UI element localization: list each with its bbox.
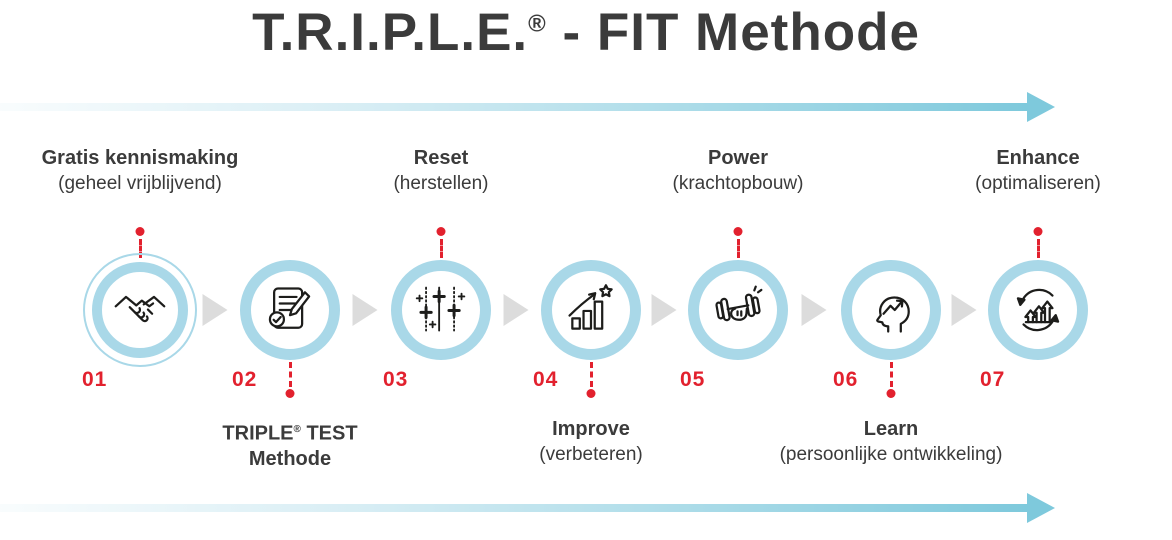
step-number: 02 [232, 368, 258, 391]
timeline-arrow-top-shaft [0, 103, 1028, 111]
next-step-arrow-icon [651, 294, 677, 326]
step-circle-outer-ring [83, 253, 197, 367]
step-label: Reset (herstellen) [393, 147, 489, 194]
next-step-arrow-icon [801, 294, 827, 326]
step-label: Improve (verbeteren) [539, 418, 643, 465]
step-number: 06 [833, 368, 859, 391]
growth-chart-icon [568, 284, 613, 330]
timeline-arrow-bottom-head [1027, 493, 1055, 523]
next-step-arrow-icon [202, 294, 228, 326]
connector-dashed-line [1036, 239, 1040, 258]
connector-dot [886, 389, 896, 398]
registered-mark: ® [528, 10, 547, 38]
registered-mark: ® [293, 424, 301, 435]
step-label: Gratis kennismaking (geheel vrijblijvend… [41, 147, 239, 194]
connector-dashed-line [736, 239, 740, 258]
step-circle [988, 260, 1088, 360]
checklist-pencil-icon [268, 287, 311, 329]
dumbbell-icon [715, 285, 763, 322]
step-label: Enhance (optimaliseren) [975, 147, 1101, 194]
connector-dashed-line [439, 239, 443, 258]
connector-dot [285, 389, 295, 398]
cycle-growth-icon [1016, 288, 1060, 332]
connector-dot [436, 227, 446, 236]
step-circle [541, 260, 641, 360]
connector-dashed-line [138, 239, 142, 258]
step-label: TRIPLE® TEST Methode [222, 422, 358, 470]
next-step-arrow-icon [503, 294, 529, 326]
step-number: 07 [980, 368, 1006, 391]
handshake-icon [114, 295, 166, 323]
connector-dot [1033, 227, 1043, 236]
timeline-arrow-bottom-shaft [0, 504, 1028, 512]
step-circle [92, 262, 188, 358]
next-step-arrow-icon [951, 294, 977, 326]
step-label: Learn (persoonlijke ontwikkeling) [779, 418, 1003, 465]
connector-dashed-line [288, 362, 292, 387]
next-step-arrow-icon [352, 294, 378, 326]
step-circle [688, 260, 788, 360]
step-circle [841, 260, 941, 360]
connector-dashed-line [589, 362, 593, 387]
step-number: 04 [533, 368, 559, 391]
connector-dot [135, 227, 145, 236]
connector-dashed-line [889, 362, 893, 387]
head-growth-icon [876, 296, 910, 333]
step-number: 03 [383, 368, 409, 391]
step-circle [391, 260, 491, 360]
page-title: T.R.I.P.L.E.® - FIT Methode [252, 3, 920, 62]
sliders-icon [415, 286, 466, 332]
step-number: 05 [680, 368, 706, 391]
connector-dot [733, 227, 743, 236]
connector-dot [586, 389, 596, 398]
step-circle [240, 260, 340, 360]
timeline-arrow-top-head [1027, 92, 1055, 122]
step-label: Power (krachtopbouw) [672, 147, 804, 194]
step-number: 01 [82, 368, 108, 391]
